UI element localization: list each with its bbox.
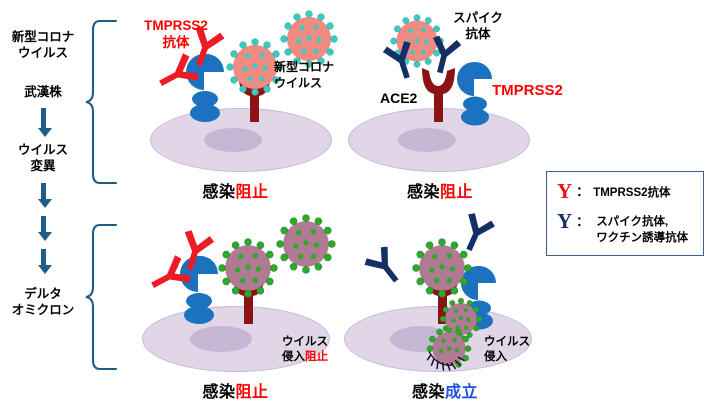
legend-row-tmprss2-antibody: Y ： TMPRSS2抗体 — [557, 181, 695, 202]
antibody-y-icon — [151, 255, 191, 288]
brace-variant-group — [85, 223, 118, 371]
legend-label: TMPRSS2抗体 — [593, 187, 671, 199]
caption-suffix: 阻止 — [235, 184, 269, 201]
tmprss2-protein-icon — [457, 61, 493, 126]
arrow-down-icon — [38, 183, 52, 208]
annotation-virus-entry-blocked: ウイルス 侵入阻止 — [264, 320, 346, 365]
caption-suffix: 阻止 — [235, 384, 269, 401]
cell-nucleus — [398, 128, 456, 152]
legend-separator: ： — [576, 214, 590, 229]
cell-nucleus — [204, 128, 262, 152]
ace2-receptor-icon — [422, 68, 455, 122]
cell-nucleus — [190, 326, 252, 352]
timeline-label-delta-omicron: デルタ オミクロン — [11, 287, 75, 317]
timeline-label-virus-name: 新型コロナ ウイルス — [11, 30, 75, 60]
panel-bottom-left: ウイルス 侵入阻止 感染阻止 — [128, 210, 343, 406]
antibody-y-icon — [184, 230, 215, 271]
caption-prefix: 感染 — [406, 184, 440, 201]
antibody-y-icon — [432, 35, 462, 74]
tmprss2-protein-icon — [180, 255, 219, 324]
label-tmprss2: TMPRSS2 — [492, 82, 563, 99]
arrow-down-icon — [38, 216, 52, 241]
caption-prefix: 感染 — [202, 184, 236, 201]
virus-particle-fusing — [426, 328, 472, 371]
panel-top-left: TMPRSS2 抗体 新型コロナ ウイルス 感染阻止 — [128, 4, 343, 202]
caption-infection-blocked: 感染阻止 — [128, 378, 343, 402]
caption-infection-established: 感染成立 — [340, 378, 550, 402]
brace-wuhan-group — [85, 19, 118, 185]
timeline-label-mutation: ウイルス 変異 — [17, 143, 68, 173]
legend-row-spike-antibody: Y ： スパイク抗体, ワクチン誘導抗体 — [557, 211, 695, 246]
caption-prefix: 感染 — [411, 384, 445, 401]
virus-particle-docked — [226, 38, 284, 96]
antibody-y-icon — [195, 26, 225, 67]
panel-top-right: スパイク 抗体 ACE2 TMPRSS2 感染阻止 — [340, 4, 563, 202]
arrow-down-icon — [38, 108, 52, 137]
timeline-column: 新型コロナ ウイルス 武漢株 ウイルス 変異 デルタ オミクロン — [0, 0, 86, 408]
tmprss2-protein-icon — [186, 53, 225, 122]
timeline-label-wuhan: 武漢株 — [24, 85, 62, 99]
annotation-suffix: 阻止 — [305, 350, 328, 363]
caption-suffix: 成立 — [445, 384, 479, 401]
panel-bottom-right: ウイルス 侵入 感染成立 — [340, 210, 550, 406]
virus-particle-docked — [412, 238, 472, 298]
caption-prefix: 感染 — [202, 384, 236, 401]
antibody-y-icon — [382, 41, 411, 79]
virus-particle-free — [280, 10, 338, 68]
antibody-y-icon: Y — [557, 179, 573, 203]
membrane-fusion-burst — [426, 351, 465, 371]
antibody-y-icon — [466, 213, 495, 252]
annotation-virus-entry: ウイルス 侵入 — [484, 320, 554, 365]
legend-label: スパイク抗体, ワクチン誘導抗体 — [596, 216, 689, 244]
caption-infection-blocked: 感染阻止 — [340, 178, 540, 202]
legend-separator: ： — [576, 184, 590, 199]
arrow-down-icon — [38, 249, 52, 274]
label-tmprss2-antibody: TMPRSS2 抗体 — [144, 18, 208, 50]
antibody-y-icon — [364, 246, 399, 283]
legend-box: Y ： TMPRSS2抗体 Y ： スパイク抗体, ワクチン誘導抗体 — [546, 171, 704, 256]
caption-infection-blocked: 感染阻止 — [128, 178, 343, 202]
antibody-y-icon: Y — [557, 209, 573, 233]
virus-particle-entering — [440, 298, 482, 340]
label-spike-antibody: スパイク 抗体 — [453, 11, 503, 42]
caption-suffix: 阻止 — [440, 184, 474, 201]
antibody-y-icon — [159, 53, 199, 86]
label-coronavirus: 新型コロナ ウイルス — [274, 60, 335, 90]
virus-particle-docked — [218, 238, 278, 298]
annotation-prefix: ウイルス 侵入 — [484, 335, 530, 363]
virus-particle-free — [276, 214, 336, 274]
annotation-prefix: ウイルス 侵入 — [282, 335, 328, 363]
label-ace2: ACE2 — [380, 90, 418, 106]
